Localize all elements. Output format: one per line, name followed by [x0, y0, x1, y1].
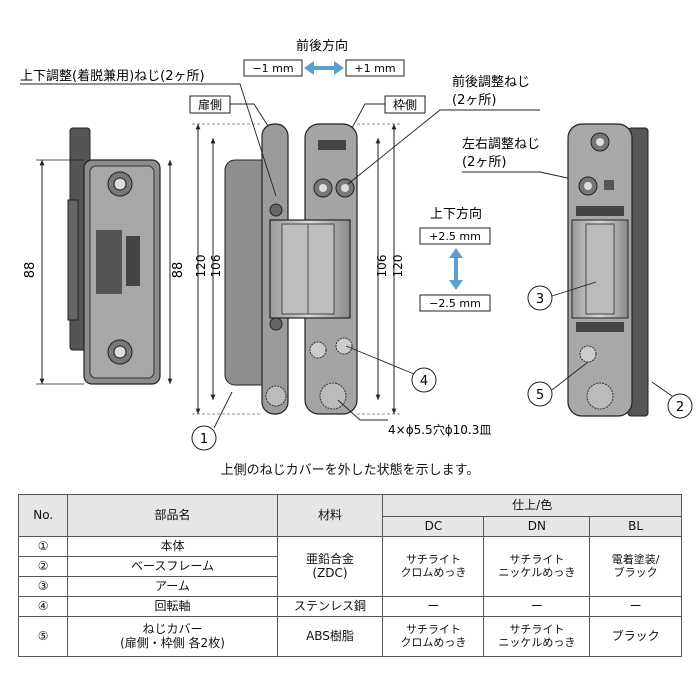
svg-text:5: 5: [536, 388, 544, 403]
callout-4: 4: [345, 345, 437, 393]
group-dn: サチライトニッケルめっき: [483, 536, 591, 597]
svg-text:4: 4: [420, 374, 428, 389]
row-name: アーム: [67, 576, 278, 597]
dim-88-left-label: 88: [23, 262, 38, 279]
row-name: ベースフレーム: [67, 556, 278, 577]
dim-88-mid-label: 88: [171, 262, 186, 279]
header-dn: DN: [483, 516, 591, 537]
dim-120-left-label: 120: [194, 255, 208, 278]
dimension-120-106-left: 120 106: [192, 123, 262, 415]
row-material: ステンレス鋼: [276, 596, 384, 617]
hinge-front-view: [224, 123, 358, 415]
hole-spec-label: 4×ϕ5.5穴ϕ10.3皿: [388, 422, 491, 437]
row-no: ①: [17, 536, 69, 557]
caption: 上側のねじカバーを外した状態を示します。: [220, 463, 480, 478]
header-no: No.: [17, 494, 69, 537]
hinge-side-view-left: [67, 127, 161, 385]
left-right-screw-label-2: (2ヶ所): [462, 155, 506, 170]
hinge-side-view-right: [567, 123, 649, 417]
callout-2: 2: [651, 381, 693, 419]
row-no: ④: [17, 596, 69, 617]
up-down-screw-label: 上下調整(着脱兼用)ねじ(2ヶ所): [20, 68, 205, 84]
minus-1mm-label: −1 mm: [252, 62, 293, 75]
dim-106-right-label: 106: [375, 255, 389, 278]
svg-text:1: 1: [200, 432, 208, 447]
row-dn: ー: [483, 596, 591, 617]
group-material: 亜鉛合金(ZDC): [276, 536, 384, 597]
hinge-diagram: 88 88 120 106: [20, 38, 693, 451]
minus-2-5mm-label: −2.5 mm: [429, 297, 481, 310]
svg-text:3: 3: [536, 292, 544, 307]
left-right-screw-label-1: 左右調整ねじ: [462, 137, 540, 152]
table-row: ④ 回転軸 ステンレス鋼 ー ー ー: [17, 596, 682, 617]
header-material: 材料: [276, 494, 384, 537]
table-row: ① 本体 亜鉛合金(ZDC) サチライトクロムめっき サチライトニッケルめっき …: [17, 536, 682, 597]
header-dc: DC: [382, 516, 485, 537]
group-dc: サチライトクロムめっき: [382, 536, 485, 597]
front-back-arrow: [304, 61, 344, 75]
row-no: ③: [17, 576, 69, 597]
plus-2-5mm-label: +2.5 mm: [429, 230, 481, 243]
table-row: ② ベースフレーム: [17, 556, 682, 577]
up-down-arrow: [449, 248, 463, 290]
row-name: ねじカバー(扉側・枠側 各2枚): [67, 616, 278, 657]
up-down-direction-label: 上下方向: [430, 206, 482, 222]
svg-text:2: 2: [676, 400, 684, 415]
dim-106-left-label: 106: [209, 255, 223, 278]
table-row: ③ アーム: [17, 576, 682, 597]
front-back-screw-label-1: 前後調整ねじ: [452, 74, 530, 90]
row-no: ⑤: [17, 616, 69, 657]
front-back-direction-label: 前後方向: [296, 38, 348, 54]
group-bl: 電着塗装/ブラック: [589, 536, 682, 597]
row-dn: サチライトニッケルめっき: [483, 616, 591, 657]
header-finish-color: 仕上/色: [382, 494, 682, 517]
frame-side-label: 枠側: [393, 98, 417, 112]
row-dc: ー: [382, 596, 485, 617]
row-bl: ブラック: [589, 616, 682, 657]
door-side-label: 扉側: [198, 98, 222, 112]
row-bl: ー: [589, 596, 682, 617]
header-bl: BL: [589, 516, 682, 537]
row-no: ②: [17, 556, 69, 577]
table-row: ⑤ ねじカバー(扉側・枠側 各2枚) ABS樹脂 サチライトクロムめっき サチラ…: [17, 616, 682, 657]
dim-120-right-label: 120: [391, 255, 405, 278]
dimension-88-mid: 88: [167, 160, 186, 384]
callout-1: 1: [191, 391, 233, 451]
dimension-88-left: 88: [23, 159, 84, 385]
header-part-name: 部品名: [67, 494, 278, 537]
front-back-screw-label-2: (2ヶ所): [452, 93, 496, 108]
row-material: ABS樹脂: [276, 616, 384, 657]
spec-table: No. 部品名 材料 仕上/色 DC DN BL ① 本体 亜鉛合金(ZDC) …: [17, 494, 682, 657]
row-dc: サチライトクロムめっき: [382, 616, 485, 657]
row-name: 本体: [67, 536, 278, 557]
row-name: 回転軸: [67, 596, 278, 617]
callout-5: 5: [527, 361, 589, 407]
callout-3: 3: [527, 281, 597, 311]
plus-1mm-label: +1 mm: [354, 62, 395, 75]
dimension-106-120-right: 106 120: [357, 123, 405, 415]
